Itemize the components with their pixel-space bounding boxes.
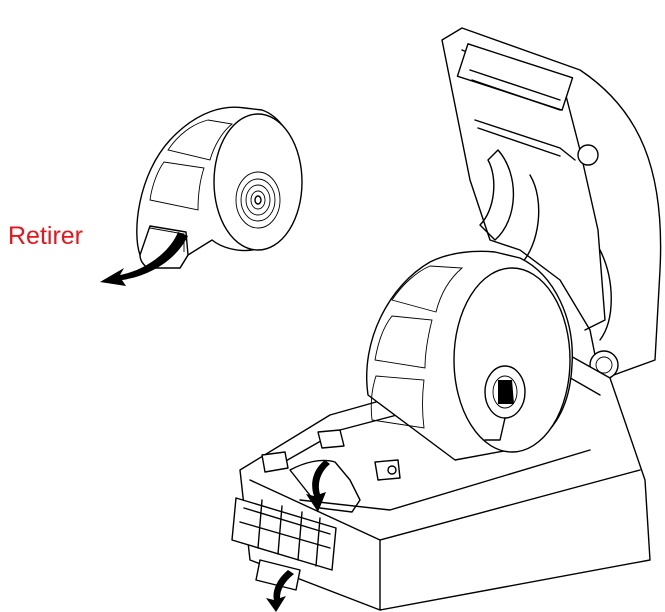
printer-open-icon <box>231 27 662 611</box>
removed-label-roll-icon <box>136 106 303 269</box>
remove-arrow-icon <box>100 232 188 286</box>
feed-arrow-icon <box>306 460 330 512</box>
pull-arrow-icon <box>266 570 294 612</box>
remove-label-text: Retirer <box>8 222 84 250</box>
